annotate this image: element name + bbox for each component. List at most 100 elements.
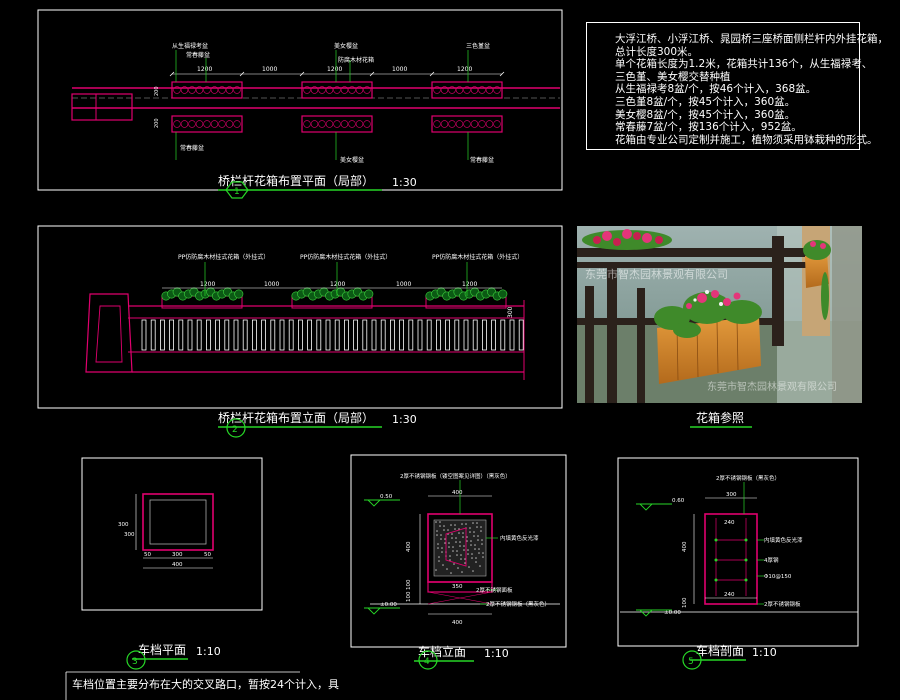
elev-title: 桥栏杆花箱布置立面（局部）: [218, 410, 374, 425]
pattern-dot: [480, 526, 482, 528]
pattern-dot: [456, 554, 458, 556]
plan-title: 桥栏杆花箱布置平面（局部）: [218, 173, 374, 188]
pot-circle: [433, 120, 441, 128]
pot-circle: [340, 120, 349, 128]
bsect-right-label-3: Φ10@150: [764, 574, 792, 580]
belev-right-label: 内填黄色反光漆: [500, 534, 539, 542]
pattern-dot: [452, 546, 454, 548]
pattern-dot: [478, 552, 480, 554]
belev-mid-label: 2厚不锈钢面板: [476, 586, 513, 594]
pattern-dot: [456, 550, 458, 552]
pattern-dot: [459, 545, 461, 547]
plan-label-bot-1: 常春藤盆: [180, 144, 204, 152]
belev-no: 4: [424, 657, 430, 667]
baluster: [251, 319, 257, 351]
pattern-dot: [473, 531, 475, 533]
pattern-dot: [468, 566, 470, 568]
pot-circle: [433, 86, 441, 94]
pot-circle: [455, 86, 464, 94]
belev-dim-6: 400: [452, 620, 463, 626]
pot-circle: [493, 120, 501, 128]
pattern-dot: [464, 558, 466, 560]
note-line: 花箱由专业公司定制并施工，植物须采用钵栽种的形式。: [615, 133, 878, 146]
bplan-outer: [142, 493, 214, 551]
bplan-frame: [81, 457, 263, 611]
pattern-dot: [440, 534, 442, 536]
plan-scale: 1:30: [392, 176, 417, 189]
dim-tick: [239, 71, 245, 77]
pattern-dot: [441, 547, 443, 549]
plan-label-top-1: 从生福禄考盆: [172, 42, 208, 50]
bsect-right-label-1: 内填黄色反光漆: [764, 536, 803, 544]
pattern-dot: [439, 521, 441, 523]
belev-title-marker: [418, 650, 438, 670]
pot-circle: [478, 86, 486, 94]
pot-circle: [173, 86, 181, 94]
pot-circle: [233, 86, 241, 94]
pattern-dot: [461, 523, 463, 525]
pattern-dot: [450, 572, 452, 574]
pattern-dot: [442, 564, 444, 566]
elev-foliage: [498, 289, 508, 299]
baluster: [454, 319, 460, 351]
plan-label-bot-2: 美女樱盆: [340, 156, 364, 164]
belev-top-label: 2厚不锈钢钢板（镂空图案见详图）（黑灰色）: [400, 472, 511, 480]
pattern-dot: [464, 562, 466, 564]
plan-label-top-4: 三色堇盆: [466, 42, 490, 50]
pot-circle: [485, 86, 494, 94]
pattern-dot: [476, 522, 478, 524]
pattern-dot: [482, 552, 484, 554]
note-line: 总计长度300米。: [615, 45, 699, 58]
bsect-level-top: 0.60: [672, 498, 685, 504]
bsect-dim-5: 100: [682, 597, 688, 608]
baluster: [371, 319, 377, 351]
elev-label-2: PP仿防腐木材挂式花箱（外挂式）: [300, 253, 391, 261]
pot-circle: [463, 120, 471, 128]
baluster: [334, 319, 340, 351]
pot-circle: [325, 86, 334, 94]
pattern-dot: [474, 544, 476, 546]
belev-frame: [350, 454, 567, 648]
pattern-dot: [472, 522, 474, 524]
pattern-dot: [463, 545, 465, 547]
baluster: [426, 319, 432, 351]
pot-circle: [470, 86, 479, 94]
belev-level-top: 0.50: [380, 494, 393, 500]
pattern-dot: [480, 530, 482, 532]
pot-circle: [195, 86, 204, 94]
elev-no: 2: [232, 425, 238, 435]
baluster: [150, 319, 156, 351]
dim-tick: [369, 71, 375, 77]
pattern-dot: [472, 570, 474, 572]
dim-tick: [499, 71, 505, 77]
pattern-dot: [458, 532, 460, 534]
baluster: [463, 319, 469, 351]
plan-dim-5: 1200: [457, 66, 472, 73]
elev-foliage: [364, 289, 374, 299]
baluster: [509, 319, 515, 351]
pattern-dot: [451, 533, 453, 535]
baluster: [362, 319, 368, 351]
pot-circle: [470, 120, 479, 128]
note-line: 三色堇8盆/个，按45个计入，360盆。: [615, 95, 796, 108]
pattern-dot: [455, 541, 457, 543]
pattern-dot: [469, 531, 471, 533]
baluster: [169, 319, 175, 351]
pattern-dot: [463, 549, 465, 551]
elev-scale: 1:30: [392, 413, 417, 426]
pot-circle: [218, 86, 226, 94]
pot-circle: [233, 120, 241, 128]
baluster: [297, 319, 303, 351]
photo-illustration: [577, 226, 862, 403]
pot-circle: [485, 120, 494, 128]
pot-circle: [440, 120, 449, 128]
pattern-dot: [453, 563, 455, 565]
belev-dim-1: 400: [452, 490, 463, 496]
pattern-dot: [435, 569, 437, 571]
elev-dim-2: 1000: [264, 281, 279, 288]
pattern-dot: [441, 551, 443, 553]
belev-relief: [445, 527, 467, 567]
elev-foliage: [234, 289, 244, 299]
plan-no: 1: [234, 187, 240, 197]
bplan-inner: [149, 499, 207, 545]
